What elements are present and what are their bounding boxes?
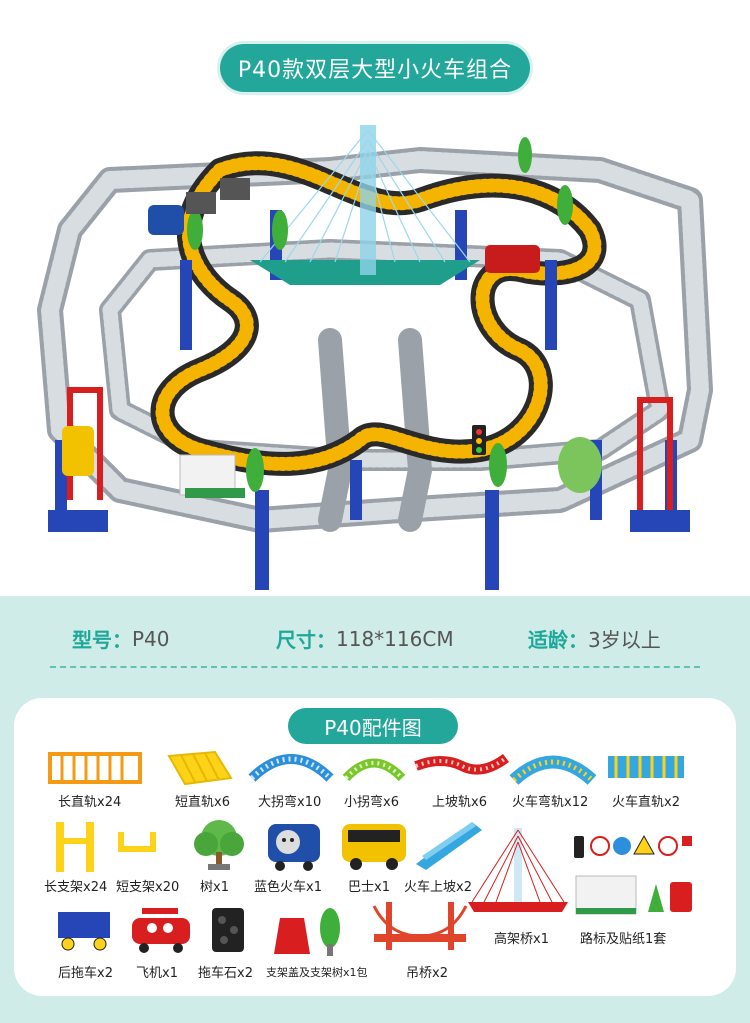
part-plane <box>124 904 196 954</box>
part-trailer-stone <box>210 906 246 954</box>
train-straight-track-icon <box>608 756 684 778</box>
page-title: P40款双层大型小火车组合 <box>220 44 530 92</box>
part-label: 大拐弯x10 <box>258 795 322 810</box>
short-straight-track-icon <box>167 750 233 786</box>
spec-size-key: 尺寸： <box>276 628 336 652</box>
part-label: 支架盖及支架树x1包 <box>266 966 368 979</box>
part-suspension-bridge <box>372 896 468 954</box>
plane-icon <box>132 908 190 953</box>
blue-pillars <box>48 210 690 590</box>
traffic-light <box>472 425 486 455</box>
part-long-straight <box>48 750 143 786</box>
dashed-divider <box>50 666 700 668</box>
small-curve-track-icon <box>342 758 406 782</box>
spec-size-value: 118*116CM <box>336 626 454 651</box>
big-curve-track-icon <box>248 754 334 782</box>
station <box>179 454 245 498</box>
bracket-cap-tree-icon <box>274 908 340 956</box>
part-label: 长直轨x24 <box>58 795 122 810</box>
part-label: 蓝色火车x1 <box>254 880 322 895</box>
viaduct-icon <box>468 828 568 912</box>
black-yellow-track <box>150 151 607 476</box>
part-label: 吊桥x2 <box>406 966 448 981</box>
short-bracket-icon <box>118 832 156 852</box>
part-label: 巴士x1 <box>348 880 390 895</box>
part-label: 后拖车x2 <box>58 966 113 981</box>
part-caps-trees <box>270 904 350 958</box>
part-small-curve <box>340 752 408 786</box>
trailer-stone-icon <box>212 908 244 952</box>
part-label: 长支架x24 <box>44 880 108 895</box>
part-long-bracket <box>50 818 100 874</box>
part-train-straight <box>606 750 686 784</box>
part-signs-stickers <box>572 832 696 920</box>
part-label: 火车上坡x2 <box>404 880 472 895</box>
spec-model-value: P40 <box>132 626 170 651</box>
part-short-bracket <box>112 828 162 872</box>
part-train-curve <box>508 750 598 786</box>
part-label: 飞机x1 <box>136 966 178 981</box>
trains <box>62 178 540 476</box>
tree-icon <box>194 820 244 870</box>
part-label: 小拐弯x6 <box>344 795 399 810</box>
spec-age: 适龄： 3岁以上 <box>528 624 661 653</box>
part-label: 火车直轨x2 <box>612 795 680 810</box>
spec-age-key: 适龄： <box>528 628 588 652</box>
long-straight-track-icon <box>48 752 142 784</box>
part-tree <box>188 816 250 872</box>
part-label: 短支架x20 <box>116 880 180 895</box>
long-bracket-icon <box>56 822 94 872</box>
product-illustration <box>37 125 713 590</box>
part-short-straight <box>165 748 235 788</box>
part-big-curve <box>246 748 336 786</box>
train-curve-track-icon <box>509 755 597 785</box>
part-label: 短直轨x6 <box>175 795 230 810</box>
part-label: 路标及贴纸1套 <box>580 932 667 947</box>
part-label: 高架桥x1 <box>494 932 549 947</box>
spec-size: 尺寸： 118*116CM <box>276 624 454 653</box>
spec-model-key: 型号： <box>72 628 132 652</box>
part-viaduct <box>466 822 570 918</box>
train-ramp-icon <box>416 822 482 870</box>
spec-model: 型号： P40 <box>72 624 170 653</box>
spec-age-value: 3岁以上 <box>588 628 661 652</box>
part-blue-train <box>262 816 326 872</box>
trees <box>187 137 602 493</box>
ramp-track-icon <box>414 753 509 775</box>
part-label: 拖车石x2 <box>198 966 253 981</box>
trailer-icon <box>58 912 110 951</box>
part-label: 树x1 <box>200 880 229 895</box>
road-signs-icon <box>574 834 692 915</box>
part-label: 火车弯轨x12 <box>512 795 589 810</box>
blue-train-icon <box>268 824 320 871</box>
part-ramp <box>412 748 510 786</box>
suspension-bridge-icon <box>372 902 468 950</box>
cable-bridge <box>250 125 480 285</box>
part-train-ramp <box>412 816 486 872</box>
bus-icon <box>342 824 406 870</box>
part-trailer <box>48 906 120 952</box>
parts-title: P40配件图 <box>288 708 458 744</box>
part-bus <box>338 818 410 872</box>
part-label: 上坡轨x6 <box>432 795 487 810</box>
